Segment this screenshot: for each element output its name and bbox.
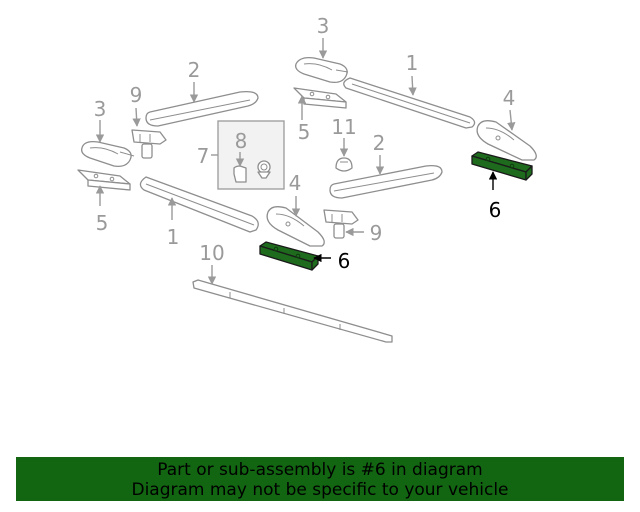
callout-1-left: 1 xyxy=(167,225,180,249)
leader-1-right xyxy=(408,75,417,96)
callout-6-mid: 6 xyxy=(338,249,351,273)
rail-cover-mid xyxy=(329,164,443,199)
callout-9-right: 9 xyxy=(370,221,383,245)
rear-cap-mid xyxy=(266,206,325,247)
info-banner: Part or sub-assembly is #6 in diagram Di… xyxy=(16,457,624,501)
parts-diagram: 1 2 3 4 5 9 3 5 1 7 8 11 2 4 9 10 6 6 xyxy=(77,14,537,343)
callout-11: 11 xyxy=(331,115,356,139)
end-cap-left xyxy=(81,140,135,168)
callout-9-left: 9 xyxy=(130,83,143,107)
callout-4-right: 4 xyxy=(503,86,516,110)
rear-cap-right xyxy=(476,120,537,161)
banner-line-2: Diagram may not be specific to your vehi… xyxy=(131,480,509,500)
callout-3-top: 3 xyxy=(317,14,330,38)
clip-left xyxy=(131,129,167,159)
callout-10: 10 xyxy=(199,241,224,265)
pad-part-6-right xyxy=(471,151,533,181)
callout-7: 7 xyxy=(197,144,210,168)
callout-5-left: 5 xyxy=(96,211,109,235)
callout-2-top: 2 xyxy=(188,58,201,82)
callout-6-right: 6 xyxy=(489,198,502,222)
callout-3-left: 3 xyxy=(94,97,107,121)
end-cap-top xyxy=(295,56,349,84)
clip-right xyxy=(323,209,359,239)
part-7-group-box xyxy=(217,120,285,190)
roof-rail-right xyxy=(343,77,476,129)
fastener-11 xyxy=(335,157,353,172)
roof-rail-left xyxy=(139,176,259,233)
banner-line-1: Part or sub-assembly is #6 in diagram xyxy=(157,460,483,480)
rail-cover-top xyxy=(145,90,259,127)
callout-2-mid: 2 xyxy=(373,131,386,155)
pad-left xyxy=(77,169,131,191)
leader-4-right xyxy=(507,109,516,131)
callout-1-right: 1 xyxy=(406,51,419,75)
strip-10 xyxy=(192,279,393,343)
callout-5-top: 5 xyxy=(298,120,311,144)
leader-9-left xyxy=(132,107,141,127)
callout-4-mid: 4 xyxy=(289,171,302,195)
callout-8: 8 xyxy=(235,129,248,153)
